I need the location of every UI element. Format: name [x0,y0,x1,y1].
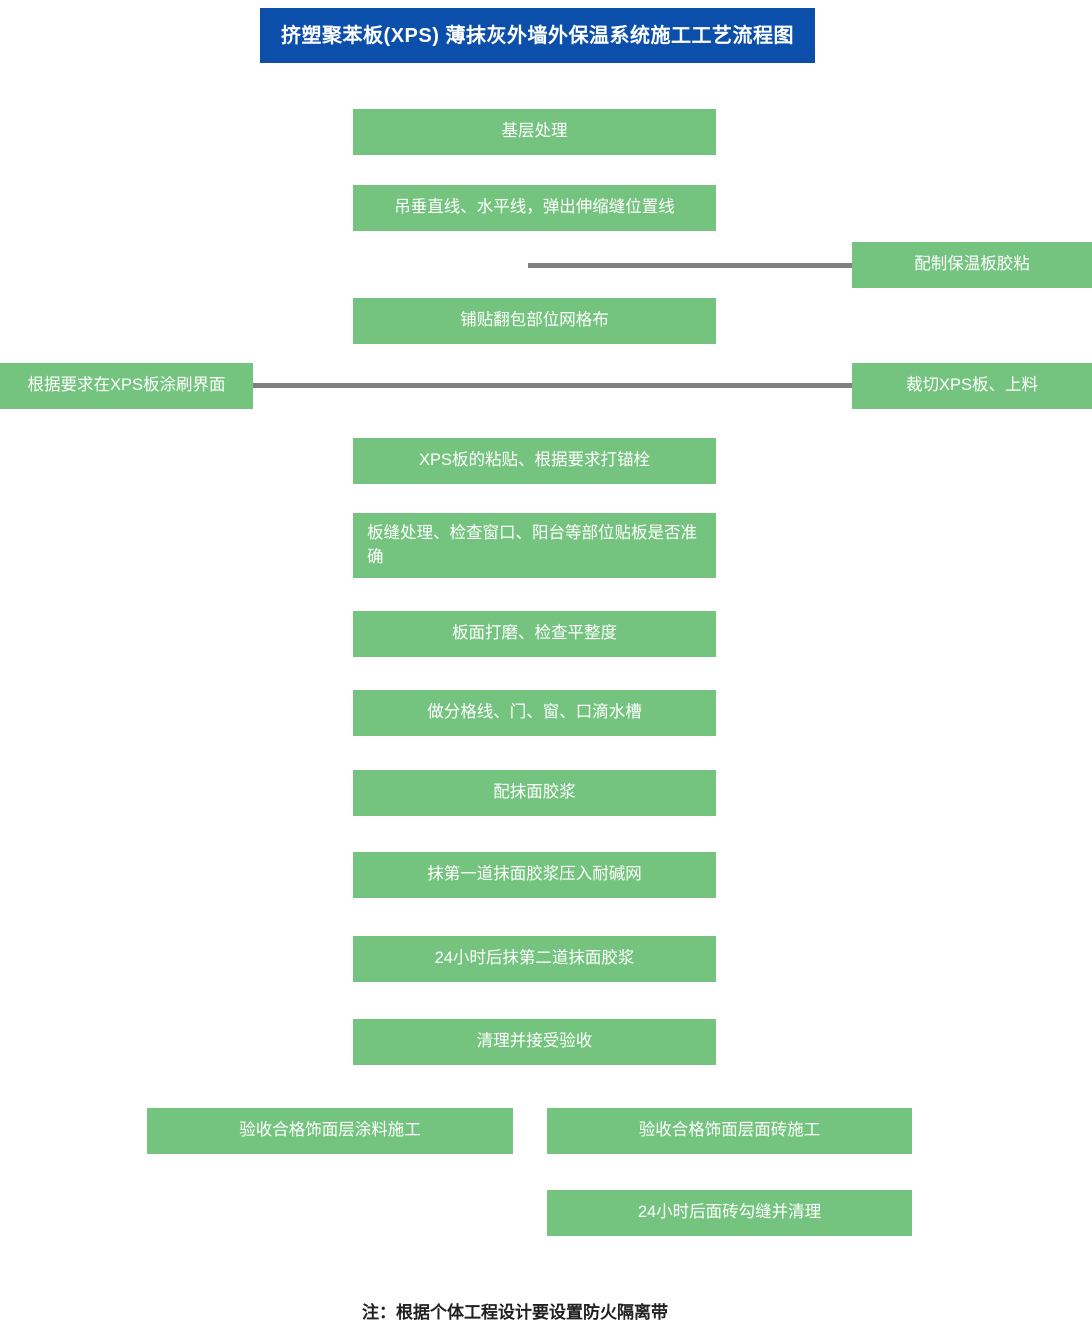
node-label: 验收合格饰面层涂料施工 [239,1121,421,1140]
node-label: 吊垂直线、水平线，弹出伸缩缝位置线 [394,198,675,217]
node-plumb-level-lines[interactable]: 吊垂直线、水平线，弹出伸缩缝位置线 [353,185,716,231]
node-mix-skim-mortar[interactable]: 配抹面胶浆 [353,770,716,816]
node-label: 24小时后面砖勾缝并清理 [637,1203,822,1222]
node-label: 板缝处理、检查窗口、阳台等部位贴板是否准确 [367,523,697,566]
node-label: 铺贴翻包部位网格布 [460,311,609,330]
node-surface-grind[interactable]: 板面打磨、检查平整度 [353,611,716,657]
node-tile-finish[interactable]: 验收合格饰面层面砖施工 [547,1108,912,1154]
node-label: 板面打磨、检查平整度 [452,624,617,643]
node-tile-grout-24h[interactable]: 24小时后面砖勾缝并清理 [547,1190,912,1236]
node-label: 根据要求在XPS板涂刷界面 [27,376,226,395]
node-second-skim-24h[interactable]: 24小时后抹第二道抹面胶浆 [353,936,716,982]
node-label: 配抹面胶浆 [493,783,576,802]
node-label: 24小时后抹第二道抹面胶浆 [434,949,635,968]
connector-to-mix-adhesive [528,263,858,268]
node-label: 验收合格饰面层面砖施工 [638,1121,821,1140]
node-label: XPS板的粘贴、根据要求打锚栓 [418,451,651,470]
node-paint-finish[interactable]: 验收合格饰面层涂料施工 [147,1108,513,1154]
node-xps-bonding-anchor[interactable]: XPS板的粘贴、根据要求打锚栓 [353,438,716,484]
node-joint-check[interactable]: 板缝处理、检查窗口、阳台等部位贴板是否准确 [353,513,716,578]
connector-interface-to-cut-xps [253,383,858,388]
node-label: 基层处理 [501,122,568,141]
node-mix-adhesive[interactable]: 配制保温板胶粘 [852,242,1092,288]
page-title: 挤塑聚苯板(XPS) 薄抹灰外墙外保温系统施工工艺流程图 [281,24,794,47]
node-first-skim-mesh[interactable]: 抹第一道抹面胶浆压入耐碱网 [353,852,716,898]
node-label: 裁切XPS板、上料 [905,376,1039,395]
node-label: 抹第一道抹面胶浆压入耐碱网 [427,865,642,884]
node-label: 清理并接受验收 [476,1032,593,1051]
node-interface-coating[interactable]: 根据要求在XPS板涂刷界面 [0,363,253,409]
node-grooves-drip[interactable]: 做分格线、门、窗、口滴水槽 [353,690,716,736]
node-cut-xps-load[interactable]: 裁切XPS板、上料 [852,363,1092,409]
node-mesh-wrap[interactable]: 铺贴翻包部位网格布 [353,298,716,344]
chart-title-bar: 挤塑聚苯板(XPS) 薄抹灰外墙外保温系统施工工艺流程图 [260,8,815,63]
node-base-treatment[interactable]: 基层处理 [353,109,716,155]
node-label: 配制保温板胶粘 [914,255,1030,274]
node-label: 做分格线、门、窗、口滴水槽 [427,703,642,722]
node-clean-accept[interactable]: 清理并接受验收 [353,1019,716,1065]
footnote-text: 注：根据个体工程设计要设置防火隔离带 [362,1303,668,1322]
